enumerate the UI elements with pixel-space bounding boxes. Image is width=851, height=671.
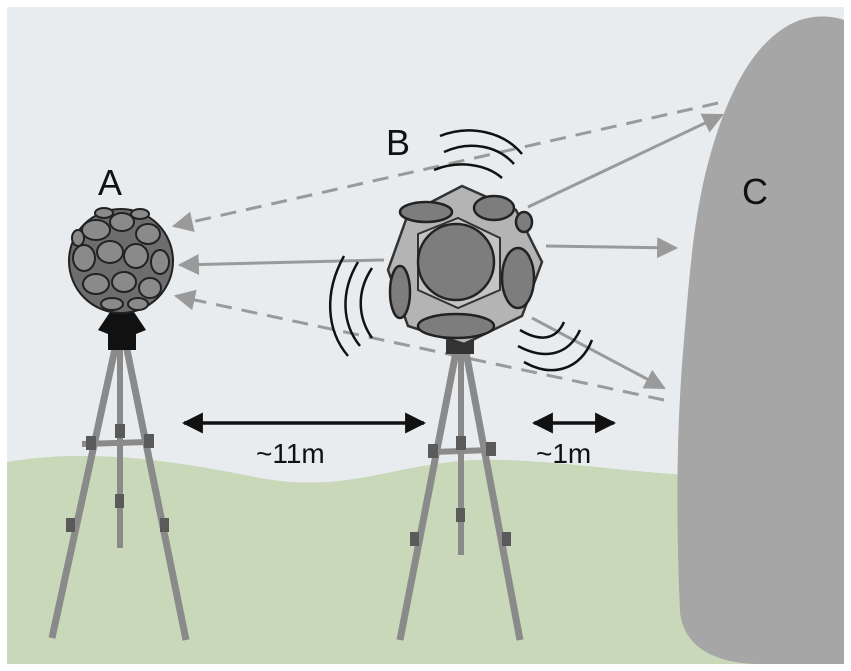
sound-paths: [171, 101, 724, 402]
distance-indicators: ~11m ~1m: [181, 412, 617, 469]
direct-path-arrow: [177, 254, 385, 276]
label-c: C: [742, 171, 768, 212]
distance-label-b-to-c: ~1m: [536, 438, 591, 469]
sound-waves: [328, 129, 594, 372]
label-b: B: [386, 122, 410, 163]
distance-label-a-to-b: ~11m: [256, 438, 325, 469]
reflection-upper-arrow: [171, 101, 719, 233]
microphone-array-a: [68, 207, 174, 314]
reflection-lower-arrow: [173, 289, 665, 402]
label-a: A: [98, 162, 122, 203]
path-b-to-c-lower: [531, 316, 666, 390]
grass: [7, 455, 844, 664]
tripod-b: [396, 340, 524, 641]
tripod-a: [48, 312, 190, 641]
path-b-to-c-upper: [527, 113, 724, 209]
rock-c: [677, 16, 844, 664]
path-b-to-c-middle: [545, 237, 679, 259]
dodecahedron-speaker-b: [386, 184, 544, 346]
